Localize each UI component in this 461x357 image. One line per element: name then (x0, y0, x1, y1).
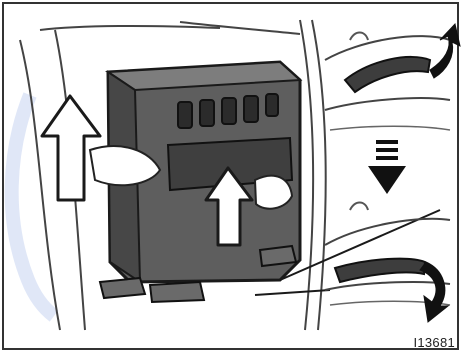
fuse-slot (178, 102, 192, 128)
fuse-box-tab (260, 246, 296, 266)
fuse-slot (222, 98, 236, 124)
fuse-box-tab (100, 278, 145, 298)
fuse-slot (266, 94, 278, 116)
fuse-slot (244, 96, 258, 122)
figure-code-label: I13681 (413, 335, 455, 350)
fuse-box-tab (150, 282, 204, 302)
fuse-slot (200, 100, 214, 126)
hand-right (255, 176, 292, 209)
